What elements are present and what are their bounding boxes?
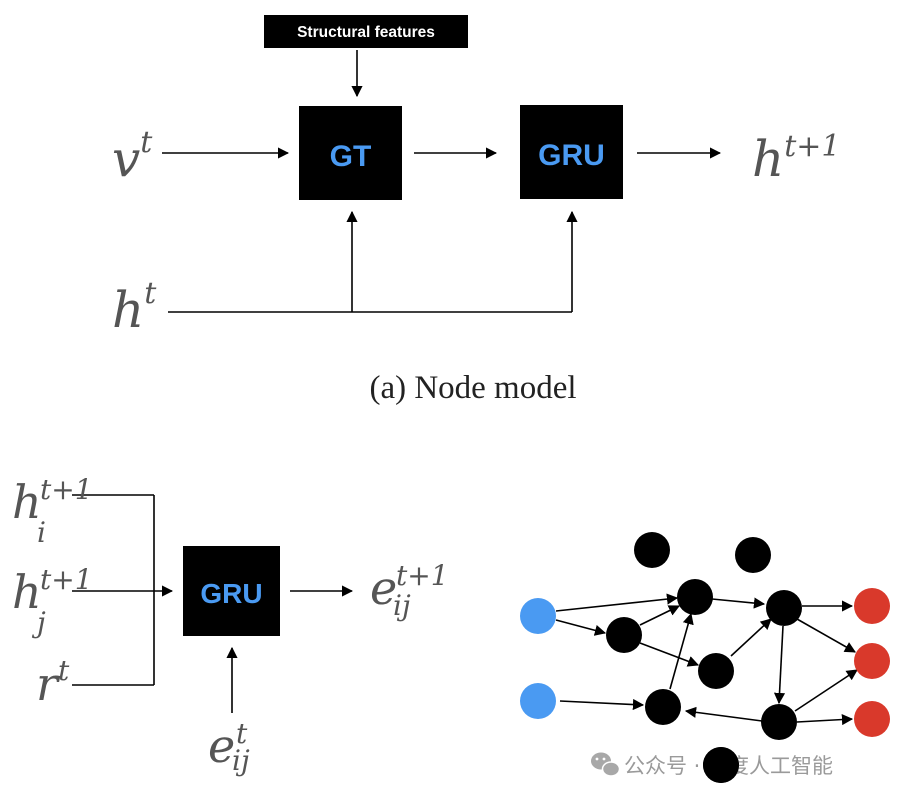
- graph-edge: [794, 669, 858, 712]
- graph-edge: [639, 642, 700, 667]
- node-gru-label: GRU: [538, 139, 605, 172]
- graph-edge: [796, 618, 856, 653]
- graph-illustration: [520, 532, 890, 783]
- node-model: Structural features GT GRU vt ht ht+1 (a…: [112, 15, 840, 406]
- input-v-symbol: vt: [112, 125, 153, 188]
- graph-edge: [555, 619, 607, 636]
- r-symbol: rt: [36, 654, 70, 711]
- graph-node-hidden: [677, 579, 713, 615]
- wechat-icon: [591, 752, 621, 777]
- graph-node-output: [854, 643, 890, 679]
- output-h-symbol: ht+1: [752, 129, 840, 188]
- graph-node-hidden: [645, 689, 681, 725]
- graph-node-output: [854, 588, 890, 624]
- structural-features-label: Structural features: [297, 24, 435, 41]
- graph-edge: [796, 713, 854, 726]
- graph-edge: [711, 597, 766, 609]
- graph-nodes: [520, 532, 890, 783]
- graph-node-hidden: [766, 590, 802, 626]
- graph-edge: [559, 698, 645, 711]
- graph-node-hidden: [735, 537, 771, 573]
- graph-edge: [684, 706, 763, 722]
- gt-label: GT: [330, 140, 372, 173]
- graph-edge: [555, 593, 679, 612]
- graph-edge: [639, 605, 681, 626]
- graph-edge: [669, 612, 694, 690]
- graph-node-hidden: [634, 532, 670, 568]
- graph-node-hidden: [606, 617, 642, 653]
- structural-features-box: [264, 15, 468, 48]
- graph-node-input: [520, 598, 556, 634]
- input-h-symbol: ht: [112, 276, 157, 339]
- graph-node-hidden: [698, 653, 734, 689]
- gt-box: [299, 106, 402, 200]
- graph-edge: [730, 618, 772, 657]
- graph-node-output: [854, 701, 890, 737]
- graph-edge: [773, 625, 786, 705]
- node-gru-box: [520, 105, 623, 199]
- graph-node-input: [520, 683, 556, 719]
- graph-node-hidden-overlap: [703, 747, 739, 783]
- graph-node-hidden: [761, 704, 797, 740]
- edge-gru-box: [183, 546, 280, 636]
- graph-edges: [555, 593, 858, 726]
- node-model-caption: (a) Node model: [369, 370, 576, 406]
- edge-gru-label: GRU: [200, 578, 262, 609]
